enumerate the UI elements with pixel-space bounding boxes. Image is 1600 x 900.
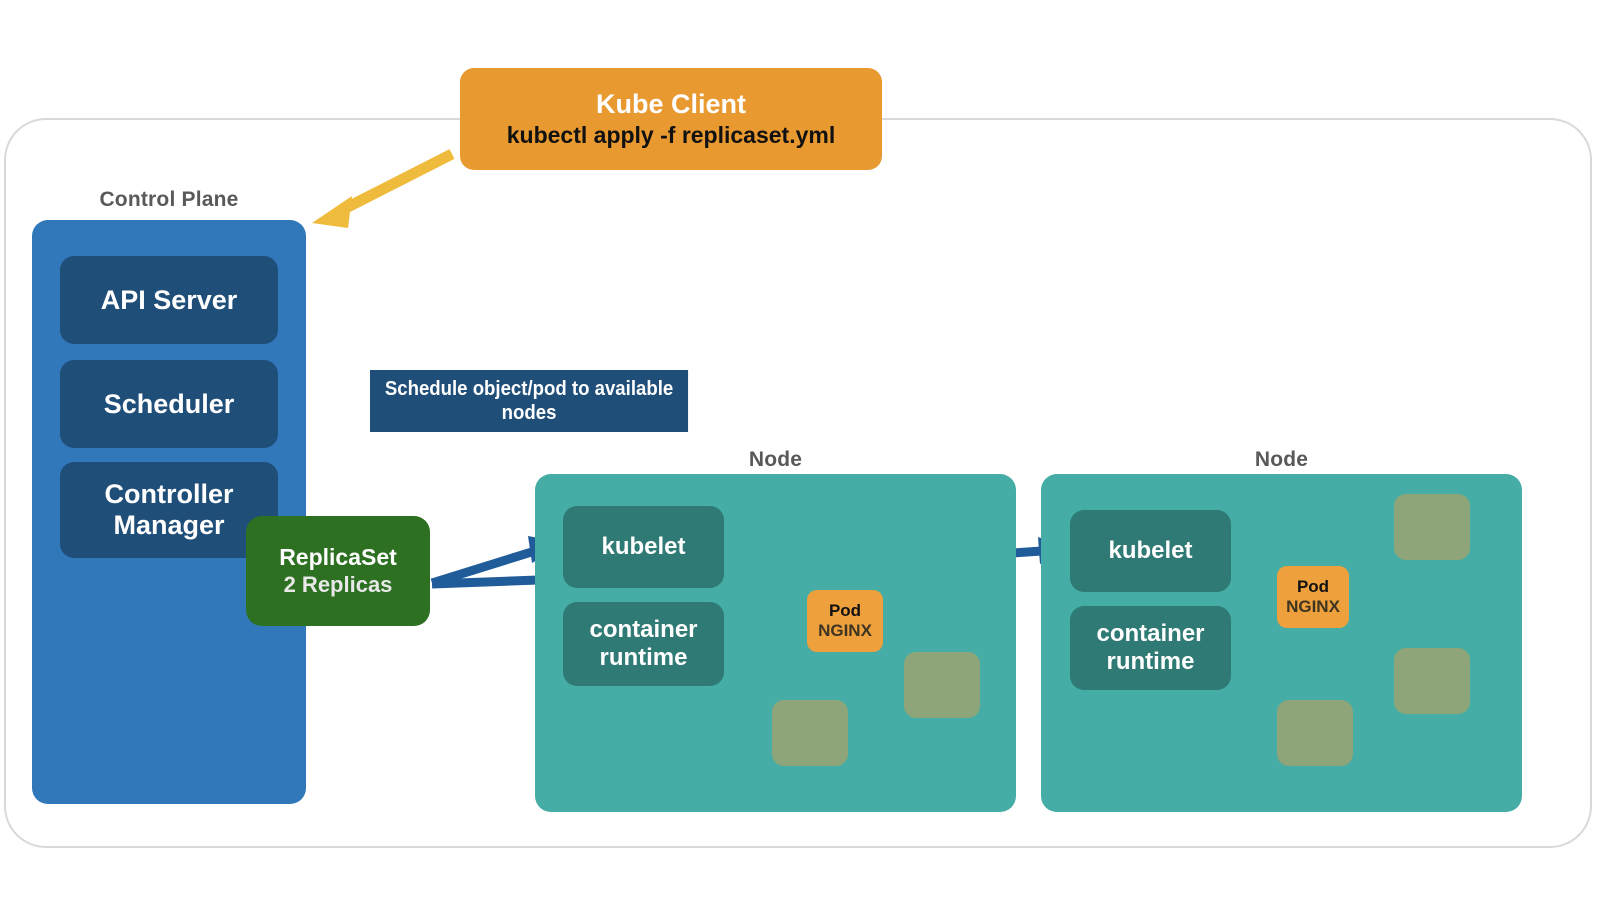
pod-title: Pod	[1296, 576, 1330, 596]
kube-client-title: Kube Client	[595, 88, 746, 119]
replicaset-box[interactable]: ReplicaSet 2 Replicas	[246, 516, 430, 626]
node-2-pod-nginx[interactable]: Pod NGINX	[1277, 566, 1349, 628]
control-plane-item-scheduler[interactable]: Scheduler	[60, 360, 278, 448]
node-1-kubelet[interactable]: kubelet	[563, 506, 724, 588]
node-1-pod-nginx[interactable]: Pod NGINX	[807, 590, 883, 652]
kube-client-command: kubectl apply -f replicaset.yml	[506, 121, 836, 148]
pod-subtitle: NGINX	[1286, 596, 1340, 616]
control-plane-item-api-server[interactable]: API Server	[60, 256, 278, 344]
node-1-container-runtime[interactable]: container runtime	[563, 602, 724, 686]
pod-title: Pod	[828, 600, 862, 620]
control-plane-item-controller-manager[interactable]: Controller Manager	[60, 462, 278, 558]
scheduler-note-banner: Schedule object/pod to available nodes	[370, 370, 689, 432]
node-1-label: Node	[748, 448, 803, 471]
node-2-label: Node	[1254, 448, 1309, 471]
replicaset-title: ReplicaSet	[279, 543, 397, 570]
node-2-kubelet[interactable]: kubelet	[1070, 510, 1231, 592]
node-1-pod-placeholder	[904, 652, 980, 718]
node-2-container-runtime[interactable]: container runtime	[1070, 606, 1231, 690]
pod-subtitle: NGINX	[818, 620, 872, 640]
replicaset-replica-count: 2 Replicas	[283, 572, 393, 598]
kube-client-box[interactable]: Kube Client kubectl apply -f replicaset.…	[460, 68, 882, 170]
node-2-pod-placeholder	[1394, 494, 1470, 560]
node-2-pod-placeholder	[1394, 648, 1470, 714]
control-plane-label: Control Plane	[99, 188, 239, 211]
node-2-pod-placeholder	[1277, 700, 1353, 766]
node-1-pod-placeholder	[772, 700, 848, 766]
